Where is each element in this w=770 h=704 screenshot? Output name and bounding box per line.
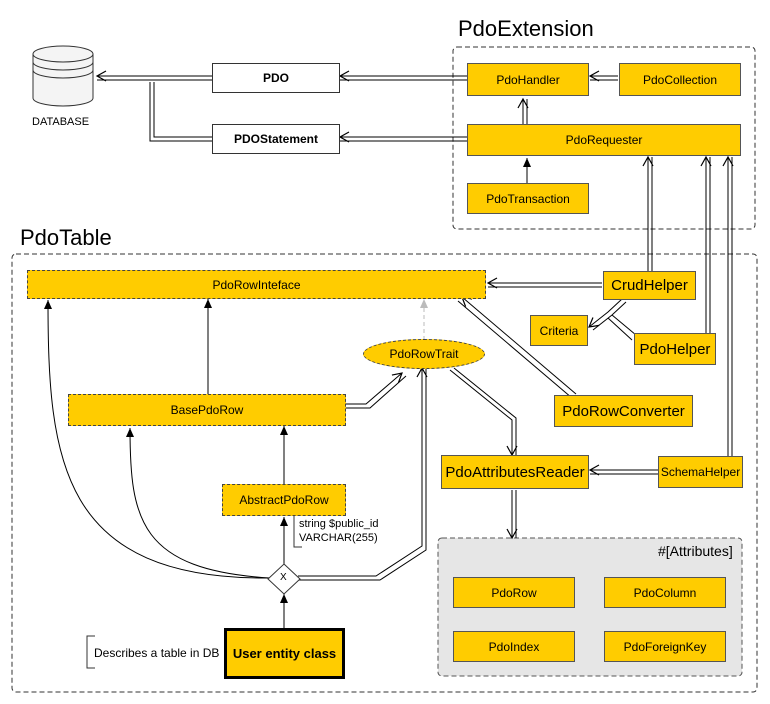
note-column-line-2: VARCHAR(255) [299, 532, 378, 544]
edge-junction-rowinterface [44, 299, 271, 579]
node-pdo-row-converter[interactable]: PdoRowConverter [554, 395, 693, 427]
pdo-table-frame [11, 253, 758, 693]
node-schema-helper[interactable]: SchemaHelper [658, 456, 743, 488]
node-criteria[interactable]: Criteria [530, 315, 588, 346]
node-pdo-row-trait[interactable]: PdoRowTrait [363, 339, 485, 369]
edge-pdostatement-database [153, 82, 212, 138]
node-pdo[interactable]: PDO [212, 63, 340, 93]
database-icon [32, 45, 94, 107]
edge-converter-rowinterface [461, 296, 577, 395]
group-title-pdo-table: PdoTable [20, 225, 112, 250]
node-pdo-helper[interactable]: PdoHelper [634, 333, 716, 365]
database-label: DATABASE [32, 116, 90, 128]
node-crud-helper[interactable]: CrudHelper [603, 271, 696, 300]
group-title-attributes: #[Attributes] [658, 543, 733, 559]
edge-trait-attributesreader [449, 369, 518, 457]
edge-baserow-trait [346, 372, 403, 405]
edge-crudhelper-pdohelper [611, 314, 637, 336]
note-column-line-1: string $public_id [299, 518, 379, 530]
edge-crudhelper-criteria [588, 298, 623, 328]
note-describes: Describes a table in DB [94, 646, 220, 660]
node-pdo-foreign-key[interactable]: PdoForeignKey [604, 631, 726, 662]
node-pdo-collection[interactable]: PdoCollection [619, 63, 741, 96]
group-title-pdo-extension: PdoExtension [458, 16, 594, 41]
junction-label: X [280, 572, 287, 583]
node-pdo-attributes-reader[interactable]: PdoAttributesReader [441, 455, 589, 489]
edge-junction-baserow [126, 427, 271, 579]
junction-diamond [267, 563, 301, 595]
node-pdo-row-interface[interactable]: PdoRowInteface [27, 270, 486, 299]
pdo-extension-frame [452, 46, 756, 230]
node-pdo-row[interactable]: PdoRow [453, 577, 575, 608]
node-base-pdo-row[interactable]: BasePdoRow [68, 394, 346, 426]
node-abstract-pdo-row[interactable]: AbstractPdoRow [222, 484, 346, 516]
node-pdo-requester[interactable]: PdoRequester [467, 124, 741, 156]
node-pdo-handler[interactable]: PdoHandler [467, 63, 589, 96]
node-pdo-index[interactable]: PdoIndex [453, 631, 575, 662]
node-pdo-column[interactable]: PdoColumn [604, 577, 726, 608]
note-describes-bracket [86, 635, 95, 669]
node-pdo-statement[interactable]: PDOStatement [212, 124, 340, 154]
edge-junction-trait [298, 366, 428, 577]
node-user-entity-class[interactable]: User entity class [224, 628, 345, 679]
node-pdo-transaction[interactable]: PdoTransaction [467, 183, 589, 214]
note-column-definition: string $public_id VARCHAR(255) [299, 517, 379, 545]
